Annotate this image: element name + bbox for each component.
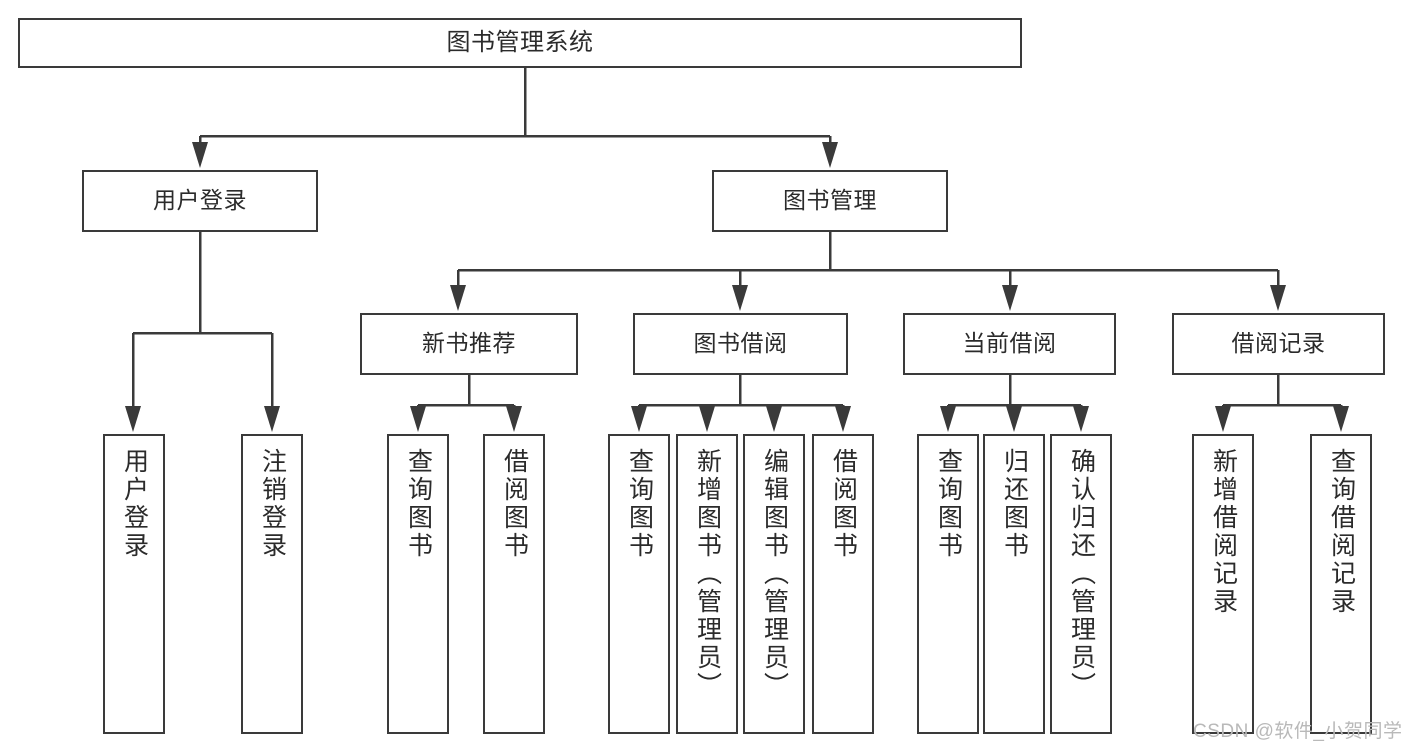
node-leaf-borrow-2[interactable]: 新增图书（管理员）	[676, 434, 738, 734]
node-leaf-borrow-4[interactable]: 借阅图书	[812, 434, 874, 734]
node-label: 查询图书	[934, 448, 963, 560]
node-leaf-cur-3[interactable]: 确认归还（管理员）	[1050, 434, 1112, 734]
node-leaf-rec-2[interactable]: 查询借阅记录	[1310, 434, 1372, 734]
node-newbook[interactable]: 新书推荐	[360, 313, 578, 375]
node-leaf-new-2[interactable]: 借阅图书	[483, 434, 545, 734]
node-label: 用户登录	[120, 448, 149, 560]
node-leaf-login-2[interactable]: 注销登录	[241, 434, 303, 734]
node-label: 借阅记录	[1231, 330, 1326, 357]
node-label: 当前借阅	[962, 330, 1057, 357]
node-label: 确认归还（管理员）	[1067, 448, 1096, 700]
node-label: 查询图书	[404, 448, 433, 560]
node-label: 新增图书（管理员）	[693, 448, 722, 700]
node-label: 编辑图书（管理员）	[760, 448, 789, 700]
node-record[interactable]: 借阅记录	[1172, 313, 1385, 375]
node-leaf-new-1[interactable]: 查询图书	[387, 434, 449, 734]
node-bookmgmt[interactable]: 图书管理	[712, 170, 948, 232]
node-label: 新增借阅记录	[1209, 448, 1238, 616]
watermark-text: CSDN @软件_小贺同学	[1193, 721, 1403, 742]
node-label: 归还图书	[1000, 448, 1029, 560]
node-label: 新书推荐	[422, 330, 516, 357]
node-login[interactable]: 用户登录	[82, 170, 318, 232]
node-label: 图书借阅	[693, 330, 788, 357]
node-label: 查询借阅记录	[1327, 448, 1356, 616]
node-root[interactable]: 图书管理系统	[18, 18, 1022, 68]
node-current[interactable]: 当前借阅	[903, 313, 1116, 375]
node-leaf-cur-2[interactable]: 归还图书	[983, 434, 1045, 734]
node-leaf-cur-1[interactable]: 查询图书	[917, 434, 979, 734]
node-label: 注销登录	[258, 448, 287, 560]
node-leaf-borrow-3[interactable]: 编辑图书（管理员）	[743, 434, 805, 734]
node-leaf-borrow-1[interactable]: 查询图书	[608, 434, 670, 734]
node-leaf-rec-1[interactable]: 新增借阅记录	[1192, 434, 1254, 734]
node-label: 查询图书	[625, 448, 654, 560]
node-label: 用户登录	[153, 187, 247, 214]
node-label: 图书管理系统	[446, 28, 594, 56]
node-label: 借阅图书	[829, 448, 858, 560]
node-label: 借阅图书	[500, 448, 529, 560]
node-leaf-login-1[interactable]: 用户登录	[103, 434, 165, 734]
node-borrow[interactable]: 图书借阅	[633, 313, 848, 375]
node-label: 图书管理	[783, 187, 877, 214]
